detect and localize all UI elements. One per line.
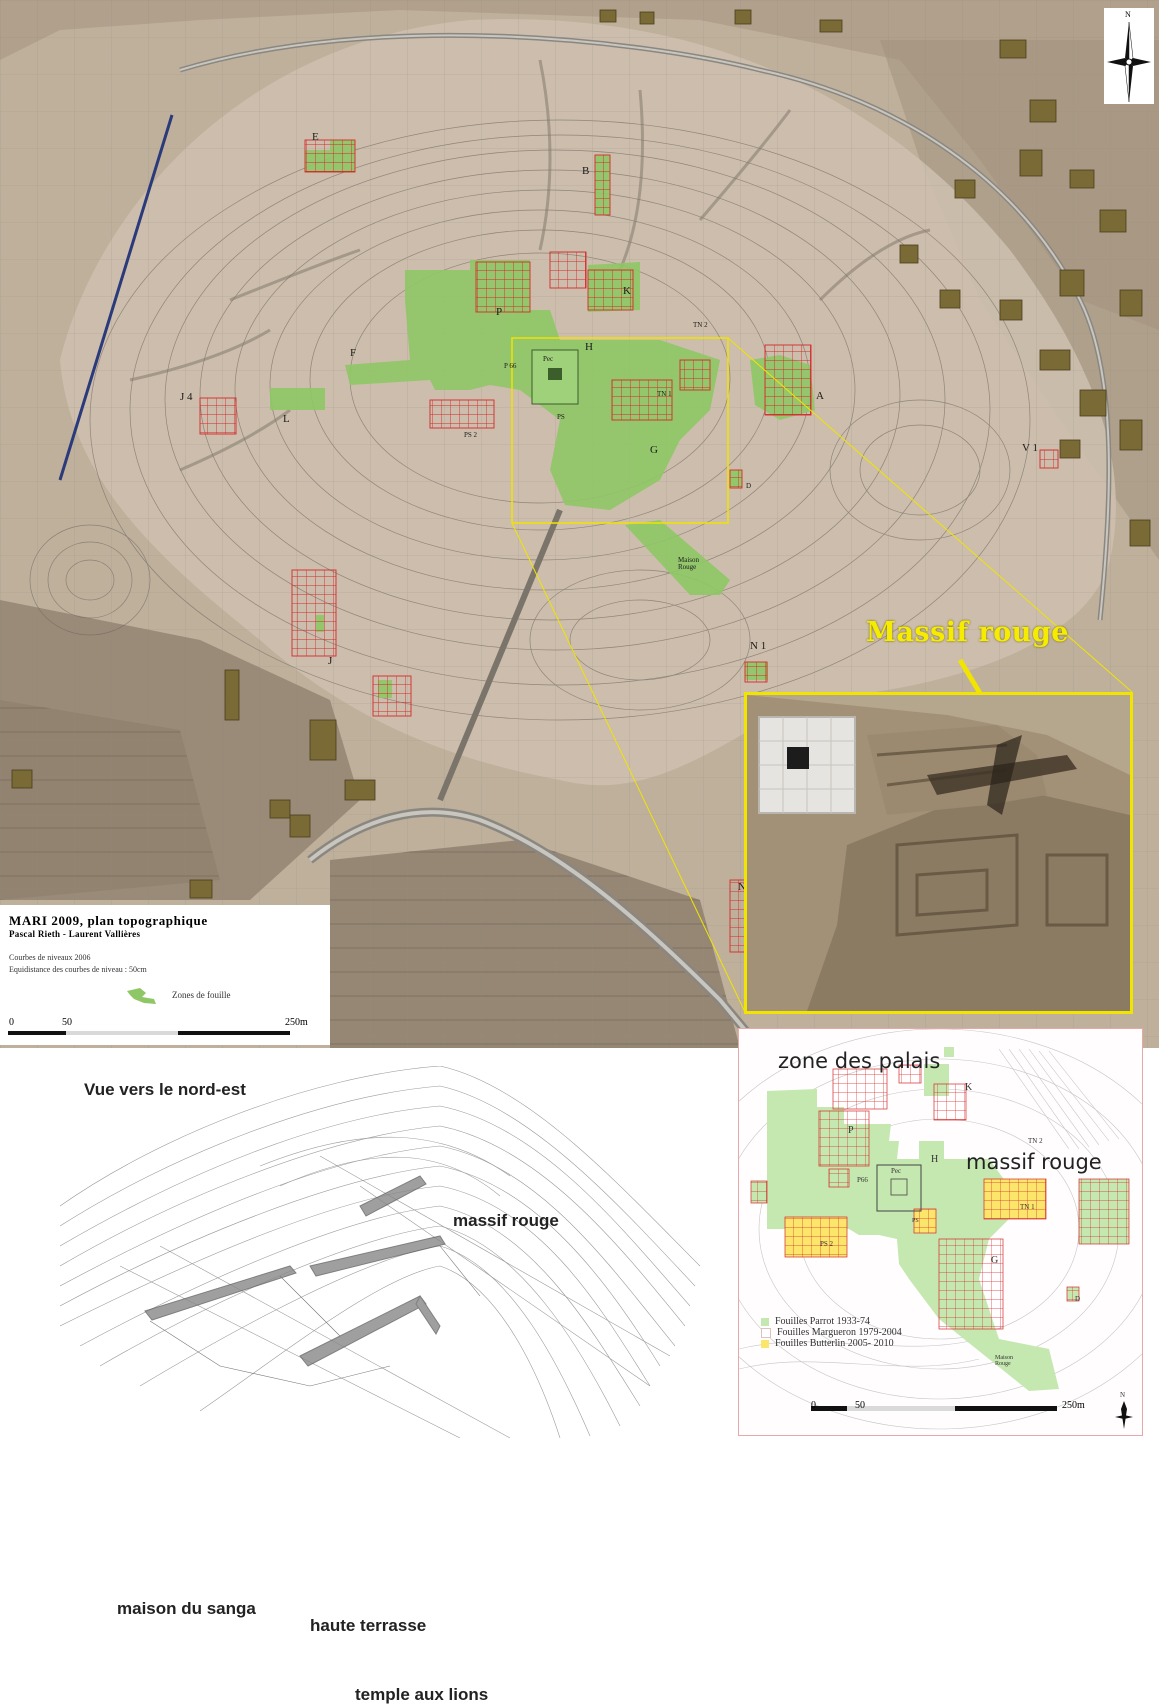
zone-label-n: N	[738, 881, 746, 893]
north-arrow: N	[1104, 8, 1154, 104]
zone-label-e: E	[312, 131, 319, 143]
terrain-3d-view: Vue vers le nord-est massif rouge maison…	[60, 1066, 712, 1704]
legend-parrot: Fouilles Parrot 1933-74	[775, 1316, 870, 1327]
terrain-wireframe	[60, 1066, 701, 1438]
view-label-temple-aux-lions: temple aux lions	[355, 1685, 489, 1704]
detail-zone-g: G	[991, 1255, 999, 1266]
view-label-maison-du-sanga: maison du sanga	[117, 1599, 256, 1618]
detail-zone-pec: Pec	[891, 1167, 902, 1175]
view-title: Vue vers le nord-est	[84, 1080, 246, 1099]
scale-50: 50	[62, 1017, 72, 1028]
detail-zone-k: K	[965, 1082, 973, 1093]
legend-row-butterlin: Fouilles Butterlin 2005- 2010	[761, 1338, 894, 1349]
zone-label-ps2: PS 2	[464, 431, 478, 439]
legend-butterlin: Fouilles Butterlin 2005- 2010	[775, 1338, 894, 1349]
detail-zone-tn2: TN 2	[1028, 1137, 1043, 1145]
aerial-site-map: E B K P TN 2 F H Pec P 66 TN 1 A J 4 L P…	[0, 0, 1159, 1048]
zone-label-pec: Pec	[543, 355, 554, 363]
detail-plan: zone des palais massif rouge temples K P…	[738, 1028, 1143, 1436]
zone-label-j4: J 4	[180, 391, 193, 403]
massif-rouge-callout: Massif rouge	[866, 617, 1069, 648]
zone-label-v1: V 1	[1022, 442, 1038, 454]
zone-label-g: G	[650, 444, 658, 456]
legend-zone-swatch	[127, 988, 156, 1004]
view-label-haute-terrasse: haute terrasse	[310, 1616, 427, 1635]
detail-scale-250m: 250m	[1062, 1400, 1085, 1411]
map-legend: MARI 2009, plan topographique Pascal Rie…	[0, 905, 330, 1045]
detail-zone-p: P	[848, 1125, 854, 1136]
detail-zone-ps2: PS 2	[820, 1240, 834, 1248]
zone-label-tn2: TN 2	[693, 321, 708, 329]
zone-label-k: K	[623, 285, 631, 297]
legend-row-parrot: Fouilles Parrot 1933-74	[761, 1316, 870, 1327]
zone-label-tn1: TN 1	[657, 390, 672, 398]
zone-label-a: A	[816, 390, 824, 402]
zone-label-j: J	[328, 655, 333, 667]
scale-0: 0	[9, 1017, 14, 1028]
legend-swatch-butterlin	[761, 1339, 769, 1348]
zone-label-l: L	[283, 413, 290, 425]
scale-bar	[8, 1031, 290, 1035]
legend-margueron: Fouilles Margueron 1979-2004	[777, 1327, 902, 1338]
detail-north-label: N	[1120, 1391, 1126, 1399]
legend-equidistance: Equidistance des courbes de niveau : 50c…	[9, 965, 147, 974]
zone-label-p66: P 66	[504, 362, 517, 370]
compass-rose-icon	[1107, 21, 1151, 103]
legend-contours: Courbes de niveaux 2006	[9, 953, 91, 962]
detail-zone-ps: PS	[912, 1218, 919, 1224]
massif-rouge-inset-photo	[744, 692, 1133, 1014]
view-label-massif-rouge: massif rouge	[453, 1211, 559, 1230]
detail-zone-tn1: TN 1	[1020, 1203, 1035, 1211]
zone-label-b: B	[582, 165, 590, 177]
zone-label-n1: N 1	[750, 640, 767, 652]
detail-zone-maison-rouge: Maison Rouge	[995, 1355, 1013, 1367]
inset-aerial-photo	[747, 695, 1130, 1011]
detail-scale-0: 0	[811, 1400, 816, 1411]
detail-label-massif-rouge: massif rouge	[966, 1150, 1102, 1174]
zone-label-d: D	[746, 482, 752, 490]
zone-label-h: H	[585, 341, 593, 353]
legend-swatch-margueron	[761, 1327, 771, 1338]
zone-label-p: P	[496, 306, 503, 318]
detail-zone-p66: P66	[857, 1176, 868, 1184]
detail-label-zone-des-palais: zone des palais	[778, 1049, 941, 1073]
detail-zone-d: D	[1075, 1295, 1081, 1303]
legend-title: MARI 2009, plan topographique	[9, 913, 208, 928]
legend-authors: Pascal Rieth - Laurent Vallières	[9, 929, 141, 939]
detail-plan-drawing	[739, 1029, 1142, 1430]
north-label: N	[1125, 10, 1131, 19]
scale-250m: 250m	[285, 1017, 308, 1028]
zone-label-ps: PS	[557, 413, 565, 421]
zone-label-f: F	[350, 347, 357, 359]
detail-zone-h: H	[931, 1154, 939, 1165]
detail-scale-50: 50	[855, 1400, 865, 1411]
legend-row-margueron: Fouilles Margueron 1979-2004	[761, 1327, 902, 1338]
legend-zones: Zones de fouille	[172, 990, 231, 1000]
legend-swatch-parrot	[761, 1317, 769, 1326]
zone-label-maison-rouge: Maison Rouge	[678, 556, 699, 571]
